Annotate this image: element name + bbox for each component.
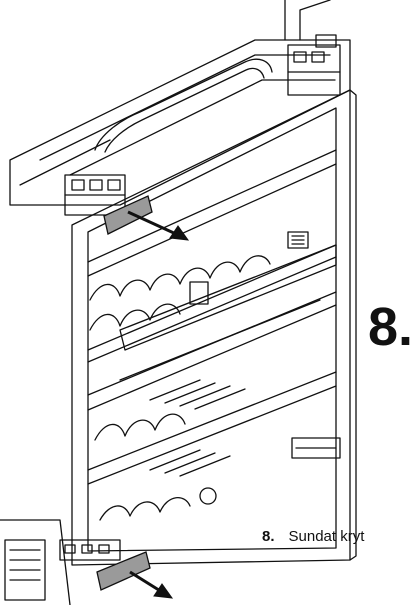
remove-cover-arrow-icon: [127, 210, 190, 241]
wine-shelves: [87, 149, 337, 521]
bottom-hinge-right: [291, 437, 341, 459]
bottom-hinge-cover: [96, 551, 151, 591]
step-number-large: 8.: [368, 297, 414, 357]
caption-step-number: 8.: [262, 528, 275, 545]
top-hinge-left: [64, 174, 126, 216]
step-caption: 8. Sundat kryt: [262, 528, 364, 545]
top-hinge-right: [287, 34, 341, 96]
remove-cover-arrow-icon: [129, 570, 174, 599]
top-lid: [9, 0, 351, 206]
door-frame: [71, 89, 357, 566]
top-hinge-cover: [103, 195, 153, 235]
door-knob: [199, 487, 217, 505]
bottom-base: [0, 519, 121, 605]
caption-text: Sundat kryt: [288, 528, 365, 545]
